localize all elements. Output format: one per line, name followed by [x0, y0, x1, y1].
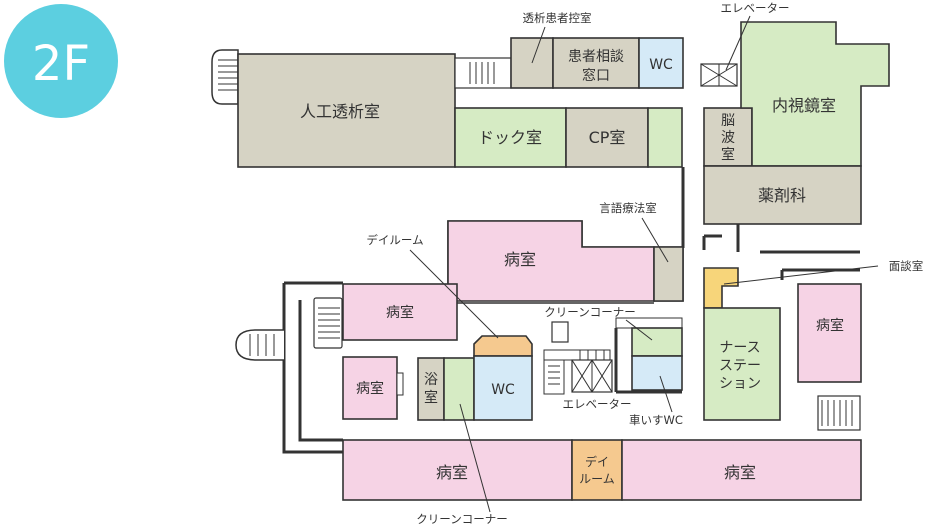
- room-dock-label: ドック室: [478, 128, 542, 147]
- room-ward-left-lower-label: 病室: [356, 380, 384, 397]
- room-dayroom-bottom-label-2: ルーム: [579, 472, 615, 486]
- floor-badge-circle: [4, 4, 118, 118]
- room-eeg-label-2: 波: [721, 130, 735, 146]
- room-wc-top-label: WC: [649, 57, 673, 73]
- room-green-small: [647, 107, 683, 168]
- callout-wheelchair-wc: 車いすWC: [629, 413, 683, 427]
- room-ward-bottom-right: [621, 439, 862, 501]
- room-ward-left-upper-label: 病室: [386, 304, 414, 321]
- room-wc-top: [638, 37, 684, 89]
- stairs-top-left: [211, 49, 239, 105]
- callout-speech-therapy: 言語療法室: [599, 201, 657, 215]
- room-wc-mid: [473, 355, 533, 421]
- room-nurse-station-label-2: ステー: [719, 358, 761, 374]
- room-ward-bottom-left: [342, 439, 573, 501]
- room-interview: [703, 267, 739, 309]
- room-eeg-label-1: 脳: [721, 113, 735, 129]
- room-nurse-station-label-1: ナース: [719, 340, 760, 356]
- room-bath: [417, 357, 445, 421]
- callout-clean-corner-upper: クリーンコーナー: [544, 305, 635, 319]
- room-ward-left-upper: [342, 283, 458, 341]
- callout-interview: 面談室: [889, 259, 924, 273]
- floor-badge: 2F: [4, 4, 118, 118]
- room-ward-bottom-left-label: 病室: [436, 463, 468, 482]
- elevator-top: [700, 63, 738, 87]
- room-endoscopy: [740, 21, 890, 167]
- room-ward-top-label: 病室: [504, 250, 536, 269]
- room-bath-label-1: 浴: [424, 372, 438, 388]
- room-pharmacy: [703, 165, 862, 225]
- room-ward-top: [447, 220, 655, 302]
- room-ward-bottom-right-label: 病室: [724, 463, 756, 482]
- room-bath-label-2: 室: [424, 389, 438, 406]
- room-patient-consult-label-2: 窓口: [582, 67, 610, 84]
- room-endoscopy-label: 内視鏡室: [772, 96, 836, 115]
- room-clean-corner-lower: [443, 357, 475, 421]
- room-dayroom: [473, 335, 533, 357]
- room-dialysis-label: 人工透析室: [300, 102, 380, 121]
- room-eeg-label-3: 室: [721, 146, 735, 163]
- callout-dialysis-waiting: 透析患者控室: [523, 11, 592, 25]
- stairs-right: [817, 395, 861, 431]
- room-wheelchair-wc: [631, 355, 683, 391]
- callout-clean-corner-lower: クリーンコーナー: [416, 512, 507, 526]
- callout-elevator-mid: エレベーター: [563, 397, 632, 411]
- room-pharmacy-label: 薬剤科: [758, 186, 806, 205]
- room-ward-right: [797, 283, 862, 383]
- room-eeg: [703, 107, 753, 167]
- room-dayroom-bottom-label-1: デイ: [585, 454, 609, 469]
- room-wc-mid-label: WC: [491, 382, 515, 398]
- floor-badge-label: 2F: [32, 36, 90, 92]
- room-clean-corner-upper: [631, 327, 683, 357]
- room-dialysis-waiting: [510, 37, 554, 89]
- room-ward-right-label: 病室: [816, 317, 844, 334]
- stairs-top-middle: [454, 57, 512, 89]
- room-nurse-station-label-3: ション: [719, 376, 761, 392]
- room-cp: [565, 107, 649, 168]
- stairs-left: [235, 297, 343, 361]
- room-dayroom-bottom: [571, 439, 623, 501]
- room-dock: [454, 107, 567, 168]
- room-patient-consult-label-1: 患者相談: [568, 49, 624, 65]
- room-speech-therapy: [653, 246, 684, 302]
- callout-elevator-top: エレベーター: [721, 1, 790, 15]
- room-cp-label: CP室: [589, 128, 626, 147]
- room-ward-left-lower: [342, 356, 398, 420]
- elevator-mid: [543, 321, 613, 395]
- callout-dayroom: デイルーム: [366, 233, 423, 247]
- room-nurse-station: [703, 307, 781, 421]
